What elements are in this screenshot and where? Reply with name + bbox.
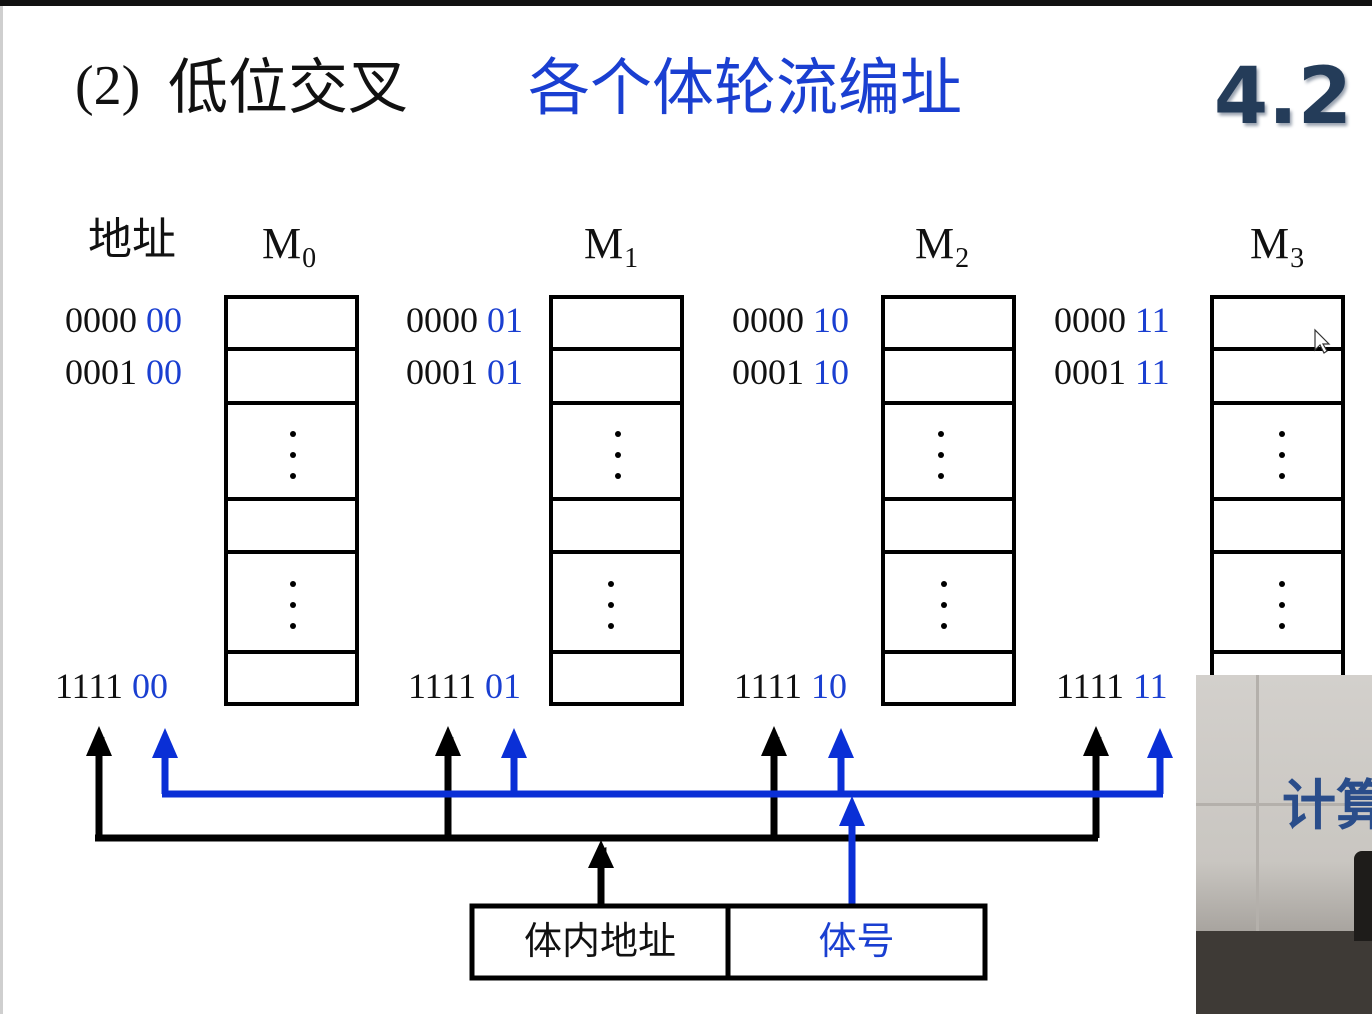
- module-index: 0: [302, 243, 317, 274]
- module-name: M: [584, 219, 624, 268]
- address-low-bits: 10: [811, 666, 847, 706]
- wall-panel-line: [1196, 803, 1372, 806]
- address-low-bits: 11: [1135, 300, 1170, 340]
- module-number-bus: [161, 752, 1164, 906]
- memory-module-m1: [549, 295, 684, 706]
- address-high-bits: 0000: [732, 300, 804, 340]
- address-register: [469, 903, 988, 981]
- address-low-bits: 01: [487, 352, 523, 392]
- module-label-m3: M3: [1250, 222, 1304, 273]
- heading-mode: 低位交叉: [168, 55, 408, 121]
- module-name: M: [915, 219, 955, 268]
- module-number-field: 体号: [818, 921, 895, 963]
- address-label: 0001 11: [1054, 354, 1170, 390]
- address-high-bits: 0000: [65, 300, 137, 340]
- address-label: 1111 00: [55, 668, 168, 704]
- section-number: 4.2: [1213, 52, 1352, 142]
- address-label: 0000 11: [1054, 302, 1170, 338]
- module-index: 2: [955, 243, 970, 274]
- ellipsis-dots: [938, 431, 947, 629]
- address-label: 1111 11: [1056, 668, 1168, 704]
- in-module-address-bus: [95, 737, 1102, 906]
- address-label: 0000 10: [732, 302, 849, 338]
- address-high-bits: 1111: [1056, 666, 1124, 706]
- webcam-video-overlay: 计算: [1196, 675, 1372, 1014]
- address-low-bits: 11: [1133, 666, 1168, 706]
- module-index: 3: [1290, 243, 1305, 274]
- module-index: 1: [624, 243, 639, 274]
- arrow-heads-blue: [152, 728, 1173, 826]
- ellipsis-dots: [608, 431, 621, 629]
- address-column-header: 地址: [88, 215, 176, 264]
- address-label: 1111 10: [734, 668, 847, 704]
- address-low-bits: 10: [813, 300, 849, 340]
- person-figure: [1354, 851, 1372, 941]
- address-low-bits: 01: [487, 300, 523, 340]
- address-low-bits: 11: [1135, 352, 1170, 392]
- address-high-bits: 0000: [1054, 300, 1126, 340]
- address-low-bits: 10: [813, 352, 849, 392]
- address-high-bits: 0000: [406, 300, 478, 340]
- address-high-bits: 1111: [734, 666, 802, 706]
- address-label: 0001 10: [732, 354, 849, 390]
- mouse-pointer-icon: [1314, 328, 1331, 354]
- wall-sign-graphic: 计算: [1282, 774, 1372, 837]
- address-label: 0000 01: [406, 302, 523, 338]
- module-name: M: [1250, 219, 1290, 268]
- ellipsis-dots: [290, 431, 296, 629]
- ellipsis-dots: [1279, 431, 1285, 629]
- desk-graphic: [1196, 931, 1372, 1014]
- address-label: 0001 00: [65, 354, 182, 390]
- memory-module-m3: [1210, 295, 1345, 706]
- module-label-m1: M1: [584, 222, 638, 273]
- heading-subtitle: 各个体轮流编址: [528, 55, 963, 123]
- address-low-bits: 01: [485, 666, 521, 706]
- address-high-bits: 0001: [406, 352, 478, 392]
- address-high-bits: 0001: [65, 352, 137, 392]
- module-label-m0: M0: [262, 222, 316, 273]
- module-name: M: [262, 219, 302, 268]
- address-high-bits: 1111: [408, 666, 476, 706]
- address-low-bits: 00: [146, 300, 182, 340]
- address-high-bits: 0001: [1054, 352, 1126, 392]
- memory-module-m2: [881, 295, 1016, 706]
- address-low-bits: 00: [132, 666, 168, 706]
- arrow-heads-black: [86, 726, 1109, 868]
- address-label: 0000 00: [65, 302, 182, 338]
- address-label: 0001 01: [406, 354, 523, 390]
- memory-module-m0: [224, 295, 359, 706]
- address-low-bits: 00: [146, 352, 182, 392]
- module-label-m2: M2: [915, 222, 969, 273]
- address-label: 1111 01: [408, 668, 521, 704]
- heading-number: (2): [75, 55, 141, 117]
- address-high-bits: 0001: [732, 352, 804, 392]
- address-high-bits: 1111: [55, 666, 123, 706]
- in-module-address-field: 体内地址: [523, 921, 676, 963]
- left-border: [0, 6, 3, 1014]
- top-border: [0, 0, 1372, 6]
